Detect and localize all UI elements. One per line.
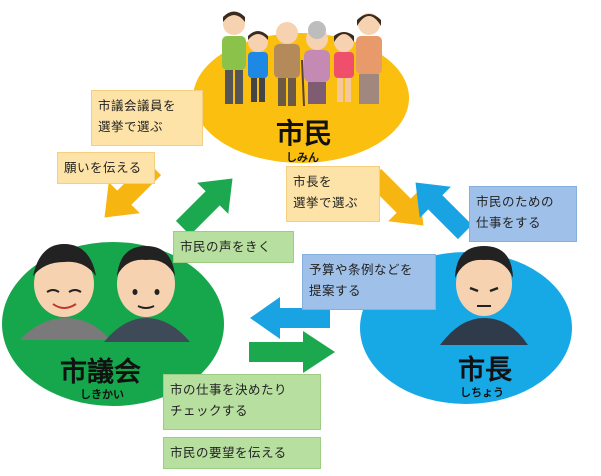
- label-convey-requests: 市民の要望を伝える: [163, 437, 321, 469]
- label-elect-mayor: 市長を 選挙で選ぶ: [286, 166, 380, 222]
- label-propose-budget: 予算や条例などを 提案する: [302, 254, 436, 310]
- label-elect-council-members: 市議会議員を 選挙で選ぶ: [91, 90, 203, 146]
- arrow-mayor-to-citizens: [415, 182, 473, 240]
- mother-figure: [356, 13, 382, 104]
- boy-figure: [248, 31, 268, 102]
- council-reading: しきかい: [80, 388, 124, 401]
- mayor-reading: しちょう: [460, 386, 504, 399]
- arrow-mayor-to-council: [250, 297, 330, 339]
- girl-figure: [334, 32, 354, 102]
- family-illustration: [222, 11, 382, 107]
- grandmother-figure: [304, 21, 330, 104]
- council-members-illustration: [20, 244, 190, 342]
- arrow-citizens-to-mayor: [366, 168, 424, 226]
- label-convey-wishes: 願いを伝える: [57, 152, 155, 184]
- council-member-woman: [20, 244, 110, 340]
- father-figure: [222, 11, 246, 104]
- council-title: 市議会: [60, 357, 141, 388]
- label-work-for-citizens: 市民のための 仕事をする: [469, 186, 577, 242]
- label-listen-citizens: 市民の声をきく: [173, 231, 294, 263]
- arrow-council-to-mayor: [249, 331, 335, 373]
- grandfather-figure: [274, 22, 305, 107]
- arrow-council-to-citizens: [175, 178, 233, 236]
- mayor-title: 市長: [458, 355, 512, 386]
- mayor-illustration: [440, 246, 528, 345]
- council-member-man: [104, 246, 190, 342]
- label-decide-check: 市の仕事を決めたり チェックする: [163, 374, 321, 430]
- citizens-ellipse: [193, 33, 409, 163]
- citizens-title: 市民: [276, 117, 333, 150]
- citizens-reading: しみん: [286, 151, 319, 164]
